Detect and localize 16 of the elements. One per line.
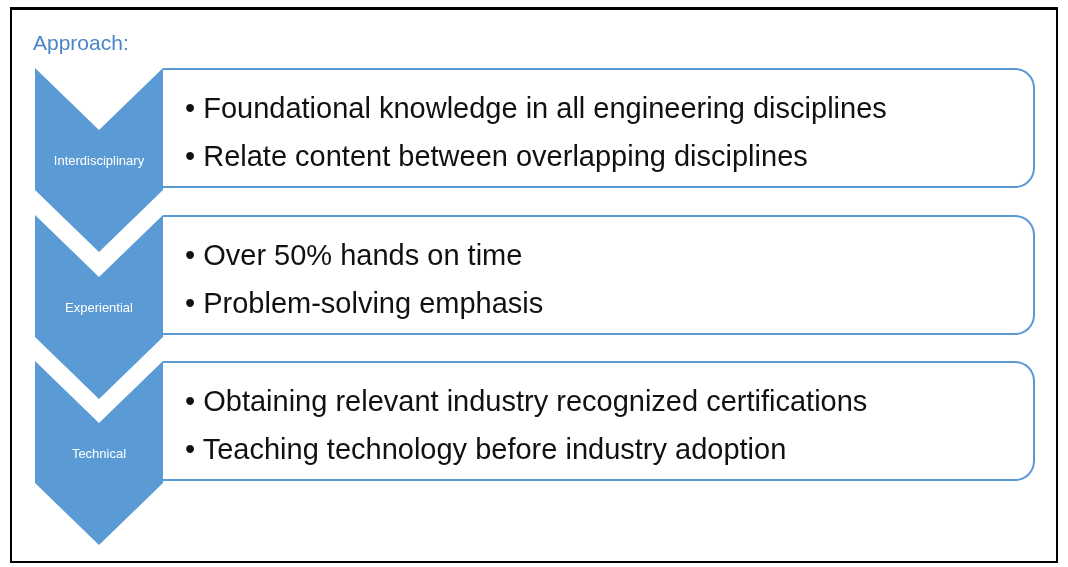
bullet-text: • Teaching technology before industry adoption	[185, 432, 788, 467]
stage-label: Experiential	[64, 300, 134, 315]
chevron-shape	[35, 68, 163, 252]
bullet-text: • Obtaining relevant industry recognized certifications	[185, 384, 868, 419]
content-box	[163, 215, 1035, 335]
stage-label: Technical	[70, 446, 128, 461]
stage-label: Interdisciplinary	[52, 153, 146, 168]
bullet-text: • Relate content between overlapping disciplines	[185, 139, 809, 174]
bullet-text: • Over 50% hands on time	[185, 238, 524, 273]
bullet-text: • Foundational knowledge in all engineering disciplines	[185, 91, 887, 126]
chevron-shape	[35, 215, 163, 399]
content-box	[163, 68, 1035, 188]
bullet-text: • Problem-solving emphasis	[185, 286, 544, 321]
content-box	[163, 361, 1035, 481]
title: Approach:	[33, 31, 129, 55]
chevron-shape	[35, 361, 163, 545]
